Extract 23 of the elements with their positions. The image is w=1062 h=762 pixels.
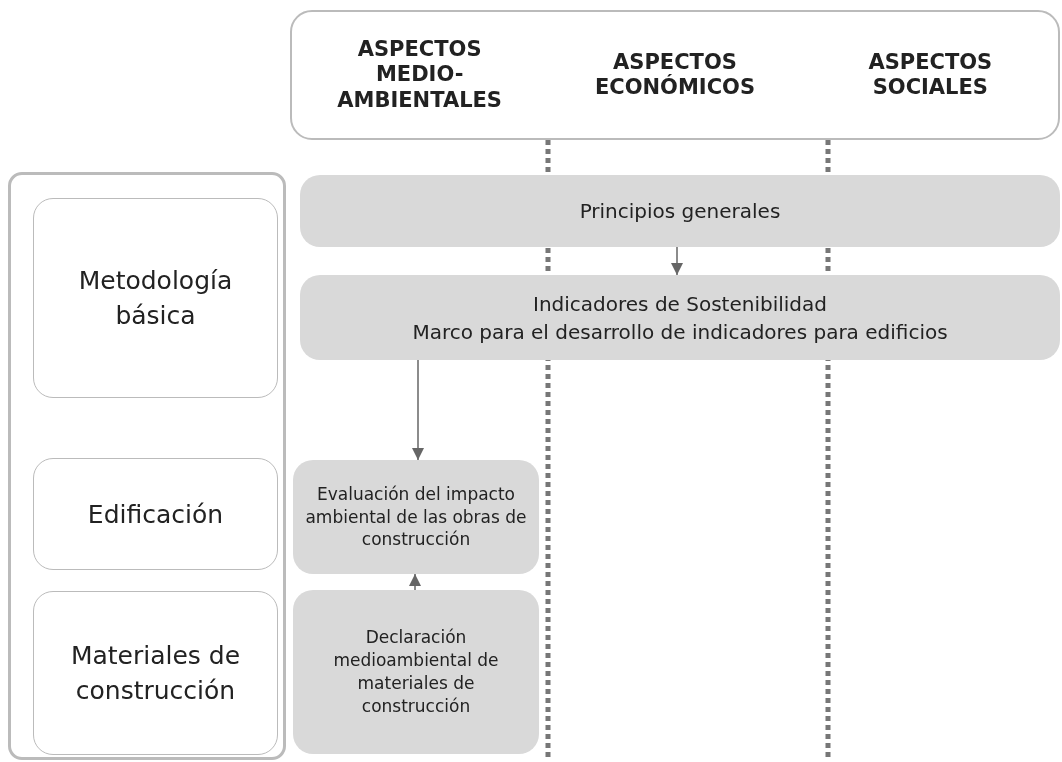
row-label-box (33, 198, 278, 398)
arrow (412, 359, 424, 461)
process-box (293, 460, 539, 574)
process-box (293, 590, 539, 754)
row-label: Materiales de construcción (69, 640, 242, 707)
box-text: Evaluación del impacto ambiental de las obras de construcción (304, 482, 528, 552)
column-heading: ASPECTOS ECONÓMICOS (593, 49, 757, 101)
box-text: Declaración medioambiental de materiales de construcción (332, 626, 500, 718)
box-text: Principios generales (579, 198, 781, 225)
box-text: Marco para el desarrollo de indicadores para edificios (412, 318, 948, 346)
arrow (671, 246, 683, 276)
process-box (300, 175, 1060, 247)
column-heading: ASPECTOS MEDIO-AMBIENTALES (336, 37, 503, 113)
group-frame (8, 172, 286, 760)
row-label: Metodología básica (77, 265, 234, 332)
row-label: Edificación (86, 498, 225, 531)
header-band (290, 10, 1060, 140)
column-heading: ASPECTOS SOCIALES (867, 49, 994, 101)
row-label-box (33, 458, 278, 570)
arrow (409, 573, 421, 591)
process-box (300, 275, 1060, 360)
row-label-box (33, 591, 278, 755)
box-text: Indicadores de Sostenibilidad (533, 290, 827, 318)
